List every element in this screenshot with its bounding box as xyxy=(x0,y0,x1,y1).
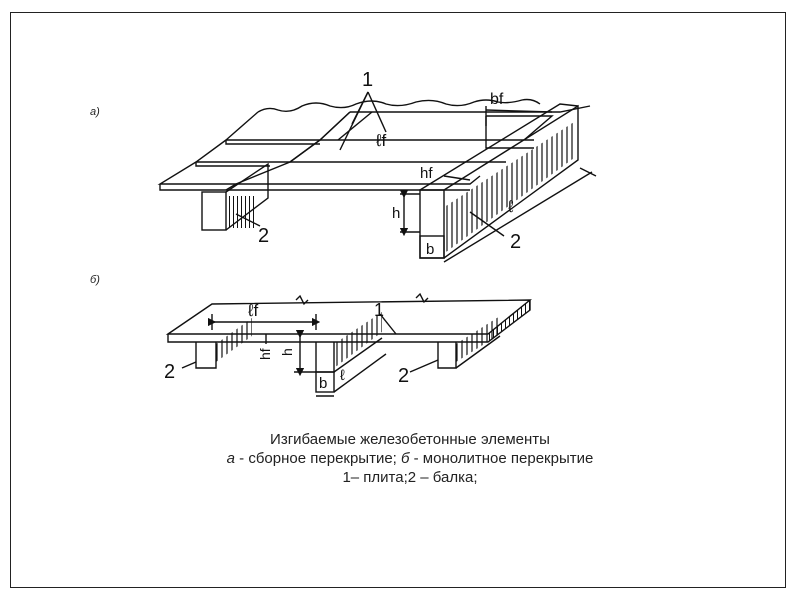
panel-b-drawing xyxy=(165,292,533,397)
label-l-b: ℓ xyxy=(340,367,345,384)
panel-a-label: а) xyxy=(90,106,100,118)
label-element-1-b: 1 xyxy=(374,300,384,320)
figure-caption: Изгибаемые железобетонные элементы а - с… xyxy=(150,430,670,487)
label-element-2-a-left: 2 xyxy=(258,225,269,247)
label-b-a: b xyxy=(426,241,434,258)
caption-b-text: - монолитное перекрытие xyxy=(409,450,594,467)
label-hf-b: hf xyxy=(257,348,273,360)
label-lf-b: ℓf xyxy=(247,301,258,320)
slide-frame xyxy=(10,12,786,588)
caption-a-text: - сборное перекрытие; xyxy=(235,450,402,467)
caption-b-letter: б xyxy=(401,450,410,467)
label-bf: bf xyxy=(490,91,504,108)
label-h-a: h xyxy=(392,205,400,222)
diagram-labels: 1 ℓf bf hf h b ℓ 2 2 ℓf 1 hf h b ℓ 2 2 xyxy=(164,69,521,392)
caption-title: Изгибаемые железобетонные элементы xyxy=(270,431,550,448)
label-element-2-b-left: 2 xyxy=(164,361,175,383)
label-element-2-a-right: 2 xyxy=(510,231,521,253)
caption-legend: 1– плита;2 – балка; xyxy=(342,469,478,486)
label-b-b: b xyxy=(319,375,327,392)
label-h-b: h xyxy=(279,348,295,356)
label-hf-a: hf xyxy=(420,165,433,182)
label-element-1-a: 1 xyxy=(362,69,373,91)
panel-a-drawing xyxy=(157,91,597,263)
caption-description: а - сборное перекрытие; б - монолитное п… xyxy=(150,449,670,468)
label-element-2-b-right: 2 xyxy=(398,365,409,387)
caption-a-letter: а xyxy=(226,450,236,467)
panel-b-label: б) xyxy=(90,274,100,286)
label-lf-a: ℓf xyxy=(375,131,386,150)
label-l-a: ℓ xyxy=(507,197,514,216)
